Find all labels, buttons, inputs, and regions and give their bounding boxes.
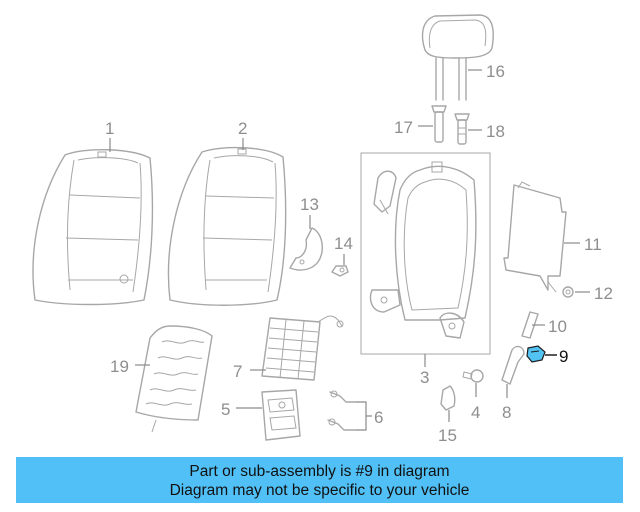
headrest-guide-part-18[interactable] bbox=[454, 113, 470, 145]
callout-9[interactable]: 9 bbox=[559, 347, 568, 366]
nut-part-12[interactable] bbox=[562, 286, 574, 298]
callout-15[interactable]: 15 bbox=[438, 426, 457, 445]
callout-5[interactable]: 5 bbox=[221, 400, 230, 419]
highlighted-clip-part-9[interactable] bbox=[526, 345, 546, 363]
seat-back-cover-part-1[interactable] bbox=[32, 149, 154, 306]
callout-10[interactable]: 10 bbox=[548, 317, 567, 336]
callout-4[interactable]: 4 bbox=[471, 403, 480, 422]
leader-6 bbox=[356, 401, 372, 431]
callout-14[interactable]: 14 bbox=[334, 234, 353, 253]
callout-7[interactable]: 7 bbox=[233, 362, 242, 381]
callout-2[interactable]: 2 bbox=[238, 119, 247, 138]
callout-8[interactable]: 8 bbox=[502, 403, 511, 422]
callout-17[interactable]: 17 bbox=[394, 118, 413, 137]
lever-cover-part-8[interactable] bbox=[501, 345, 525, 385]
callout-1[interactable]: 1 bbox=[105, 119, 114, 138]
cables-part-6[interactable] bbox=[327, 390, 357, 431]
callout-19[interactable]: 19 bbox=[110, 357, 129, 376]
hook-part-15[interactable] bbox=[440, 385, 456, 411]
headrest-guide-part-17[interactable] bbox=[431, 105, 447, 143]
callout-12[interactable]: 12 bbox=[594, 284, 613, 303]
callout-3[interactable]: 3 bbox=[420, 368, 429, 387]
trim-strip-part-10[interactable] bbox=[521, 311, 539, 339]
callout-13[interactable]: 13 bbox=[300, 195, 319, 214]
seat-back-parts-diagram: 16 17 18 1 2 bbox=[32, 14, 613, 445]
lumbar-pad-part-19[interactable] bbox=[135, 325, 213, 433]
seat-back-cover-part-2[interactable] bbox=[167, 146, 287, 306]
callout-18[interactable]: 18 bbox=[486, 122, 505, 141]
callout-11[interactable]: 11 bbox=[584, 235, 602, 254]
bolt-part-4[interactable] bbox=[462, 369, 484, 383]
banner-line-2: Diagram may not be specific to your vehi… bbox=[169, 482, 470, 499]
headrest-part-16[interactable] bbox=[421, 14, 494, 101]
lumbar-actuator-part-5[interactable] bbox=[261, 389, 301, 441]
clip-part-14[interactable] bbox=[331, 265, 349, 277]
lumbar-mat-part-7[interactable] bbox=[261, 315, 344, 381]
callout-16[interactable]: 16 bbox=[486, 62, 505, 81]
back-panel-part-11[interactable] bbox=[503, 181, 567, 293]
info-banner: Part or sub-assembly is #9 in diagram Di… bbox=[16, 457, 623, 503]
seat-back-frame-part-3[interactable] bbox=[360, 152, 491, 355]
bracket-part-13[interactable] bbox=[289, 227, 323, 271]
callout-6[interactable]: 6 bbox=[374, 408, 383, 427]
banner-line-1: Part or sub-assembly is #9 in diagram bbox=[189, 463, 450, 480]
